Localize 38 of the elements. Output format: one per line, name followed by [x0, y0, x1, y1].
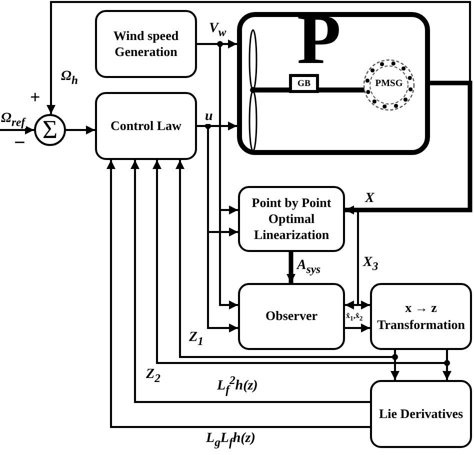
signal-label: x̂$_{1}$,x̂$_{2}$ [346, 312, 363, 324]
plant-box [237, 12, 430, 155]
thick-arrow [286, 252, 296, 283]
sign-label: − [14, 133, 26, 153]
edge-label: V$_{w}$ [208, 22, 228, 38]
edge-label: Z$_{2}$ [145, 368, 162, 384]
edge-label: X$_{3}$ [362, 256, 380, 272]
summing-junction [34, 114, 66, 146]
node-label: Lie Derivatives [378, 406, 464, 422]
node-label: Wind speed Generation [112, 28, 180, 60]
node-label: x → z [405, 300, 437, 316]
process-box [95, 10, 197, 78]
node-label: GB [297, 78, 310, 90]
arrow [345, 324, 370, 332]
edge-label: Ω$_{h}$ [60, 70, 79, 86]
process-box [95, 92, 197, 160]
node-label: Control Law [110, 118, 182, 134]
process-box [238, 186, 345, 252]
sum-symbol: Σ [42, 114, 58, 146]
edge-label: L$_{g}$L$_{f}$h(z) [205, 432, 256, 448]
sign-label: + [30, 88, 40, 106]
edge-label: A$_{sys}$ [296, 259, 322, 276]
gearbox-box [289, 74, 319, 93]
edge-label: L$_{f}$$^{2}$h(z) [216, 375, 259, 396]
node-label: Observer [266, 308, 318, 325]
edge-label: Z$_{1}$ [188, 331, 204, 348]
node-label: Transformation [377, 316, 465, 333]
plant-letter: P [297, 3, 341, 75]
process-box [238, 283, 345, 350]
process-box [370, 283, 472, 350]
arrow [66, 126, 95, 134]
edge-label: Ω$_{ref}$ [0, 112, 26, 128]
process-box [370, 380, 472, 448]
arrow [46, 1, 471, 114]
arrow [130, 160, 370, 403]
arrow [0, 126, 34, 134]
node-label: Point by Point Optimal Linearization [250, 194, 332, 244]
arrow [106, 160, 370, 428]
